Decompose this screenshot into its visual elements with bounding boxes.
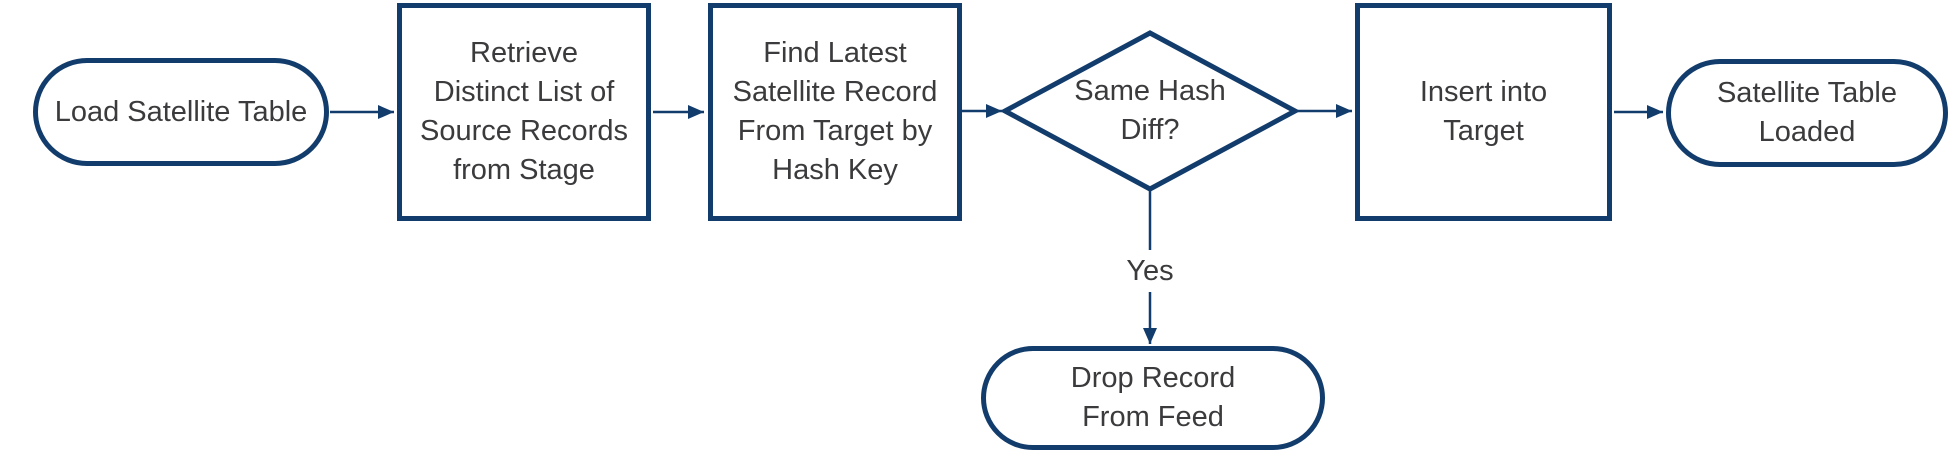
node-label: Insert into Target <box>1419 76 1548 147</box>
node-insert-into-target: Insert into Target <box>1355 3 1612 221</box>
node-find-latest-satellite-record: Find Latest Satellite Record From Target… <box>708 3 962 221</box>
node-label: Find Latest Satellite Record From Target… <box>732 37 938 186</box>
node-retrieve-distinct-list: Retrieve Distinct List of Source Records… <box>397 3 651 221</box>
node-label: Retrieve Distinct List of Source Records… <box>420 37 628 186</box>
node-label: Drop Record From Feed <box>1070 362 1236 433</box>
node-satellite-table-loaded: Satellite Table Loaded <box>1666 59 1948 167</box>
decision-diamond-shape <box>999 30 1301 192</box>
edge-label-yes: Yes <box>1110 250 1190 292</box>
node-drop-record-from-feed: Drop Record From Feed <box>981 346 1325 450</box>
node-label: Load Satellite Table <box>54 95 308 128</box>
node-same-hash-diff-decision: Same Hash Diff? <box>1003 31 1297 191</box>
node-label: Same Hash Diff? <box>1074 75 1226 146</box>
node-label: Satellite Table Loaded <box>1716 77 1898 148</box>
node-load-satellite-table: Load Satellite Table <box>33 58 329 166</box>
